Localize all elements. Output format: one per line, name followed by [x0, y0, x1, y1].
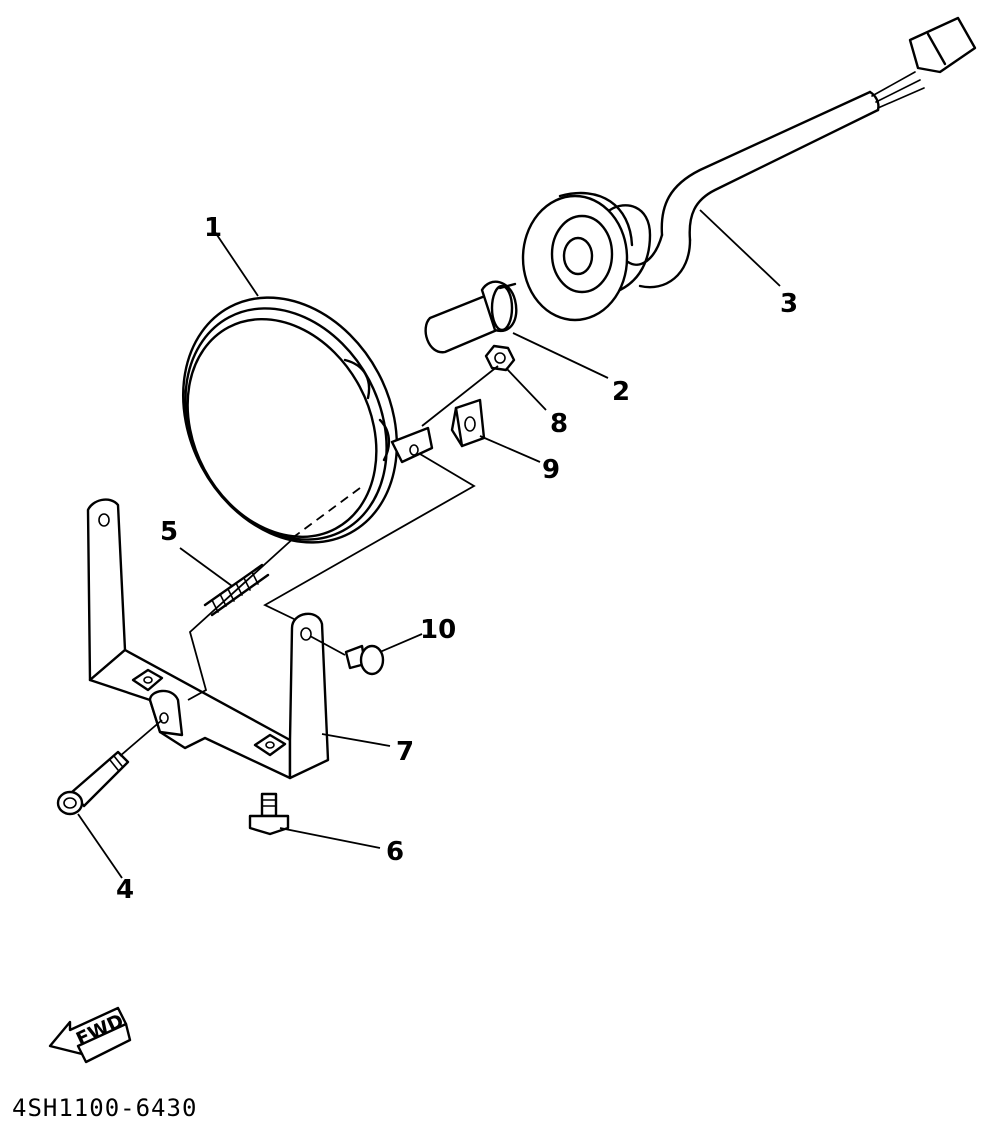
callout-10: 10	[420, 615, 456, 645]
callout-4: 4	[116, 875, 134, 905]
callout-leaders	[77, 209, 781, 879]
flange-bolt-part	[248, 792, 290, 836]
assembly-lines	[119, 365, 499, 757]
callout-6: 6	[386, 837, 404, 867]
callout-5: 5	[160, 517, 178, 547]
bolt-part	[56, 750, 130, 816]
callout-1: 1	[204, 213, 222, 243]
callout-3: 3	[780, 289, 798, 319]
fwd-arrow-icon: FWD	[48, 1006, 132, 1064]
callout-7: 7	[396, 737, 414, 767]
clip-part	[450, 398, 486, 448]
headlight-unit-part	[181, 296, 434, 544]
callout-9: 9	[542, 455, 560, 485]
bracket-part	[86, 498, 330, 780]
diagram-code: 4SH1100-6430	[12, 1094, 197, 1122]
screw-part	[344, 644, 385, 676]
callout-labels: 1 2 3 4 5 6 7 8 9 10	[116, 213, 798, 905]
callout-2: 2	[612, 377, 630, 407]
callout-8: 8	[550, 409, 568, 439]
nut-part	[484, 344, 516, 372]
bulb-part	[424, 280, 518, 354]
wire-harness-part	[521, 16, 977, 322]
